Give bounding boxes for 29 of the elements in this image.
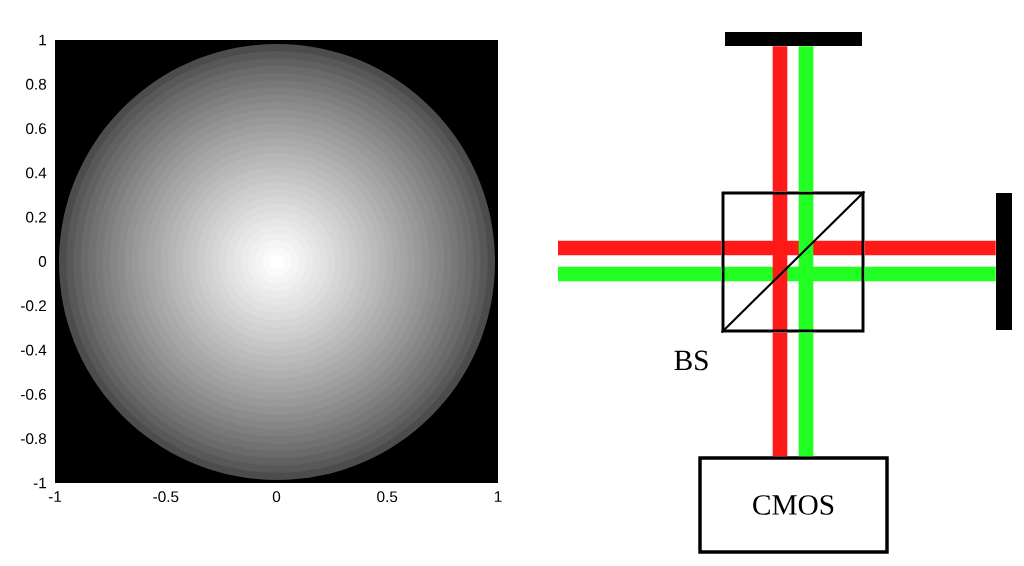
light-beam: [558, 240, 722, 256]
tick-label: -0.8: [21, 433, 47, 445]
tick-label: 0.2: [26, 211, 46, 223]
tick-label: -1: [48, 491, 62, 502]
tick-label: 0.8: [26, 78, 47, 90]
tick-label: 1: [494, 491, 502, 502]
tick-label: -0.4: [21, 344, 47, 356]
light-beam: [798, 332, 814, 457]
mirror: [996, 193, 1012, 330]
light-beam: [798, 46, 814, 192]
tick-label: 0: [38, 256, 47, 267]
beam-splitter: [720, 190, 866, 334]
tick-label: -0.2: [21, 300, 46, 312]
tick-label: -0.5: [153, 491, 179, 503]
camera-box: CMOS: [698, 456, 889, 554]
tick-label: 0.6: [26, 123, 47, 134]
tick-label: -0.6: [21, 388, 47, 400]
mirror: [725, 32, 862, 46]
tick-label: 0.5: [377, 491, 398, 503]
tick-label: -1: [33, 477, 46, 489]
light-beam: [772, 46, 788, 192]
tick-label: 1: [39, 34, 46, 46]
component-label: BS: [674, 350, 708, 371]
light-beam: [772, 332, 788, 457]
tick-label: 0.4: [26, 167, 47, 179]
tick-label: 0: [272, 491, 281, 503]
light-beam: [864, 240, 996, 256]
light-beam: [558, 266, 722, 282]
light-beam: [864, 266, 996, 282]
